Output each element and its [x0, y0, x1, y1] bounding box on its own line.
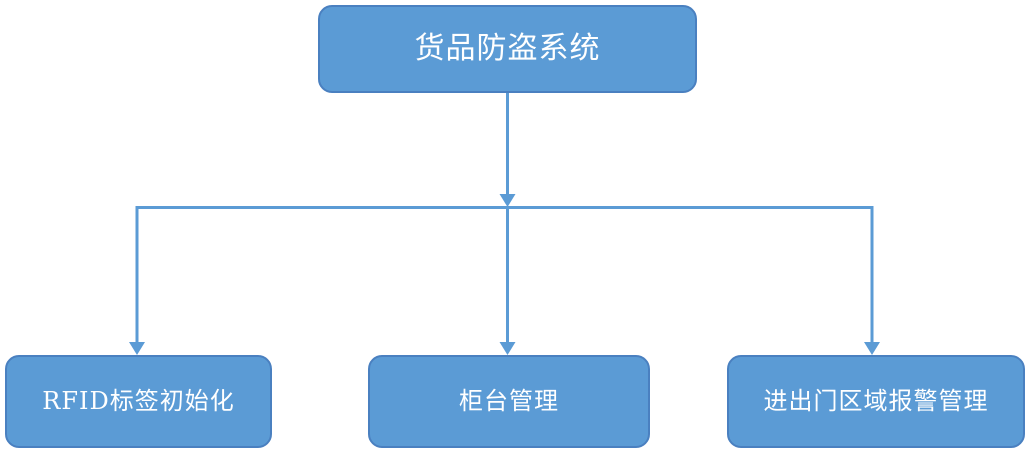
node-entry-exit-alarm-label: 进出门区域报警管理	[763, 386, 989, 415]
arrowhead-root-icon	[499, 194, 516, 207]
node-rfid-init-label: RFID标签初始化	[42, 386, 235, 415]
node-root-label: 货品防盗系统	[414, 30, 601, 66]
node-counter-management: 柜台管理	[368, 355, 650, 448]
node-counter-management-label: 柜台管理	[459, 386, 559, 415]
node-entry-exit-alarm: 进出门区域报警管理	[727, 355, 1025, 448]
arrowhead-right-icon	[864, 342, 880, 355]
node-rfid-init: RFID标签初始化	[5, 355, 272, 448]
arrowhead-left-icon	[129, 342, 145, 355]
node-root: 货品防盗系统	[318, 5, 697, 93]
arrowhead-center-icon	[499, 342, 516, 355]
